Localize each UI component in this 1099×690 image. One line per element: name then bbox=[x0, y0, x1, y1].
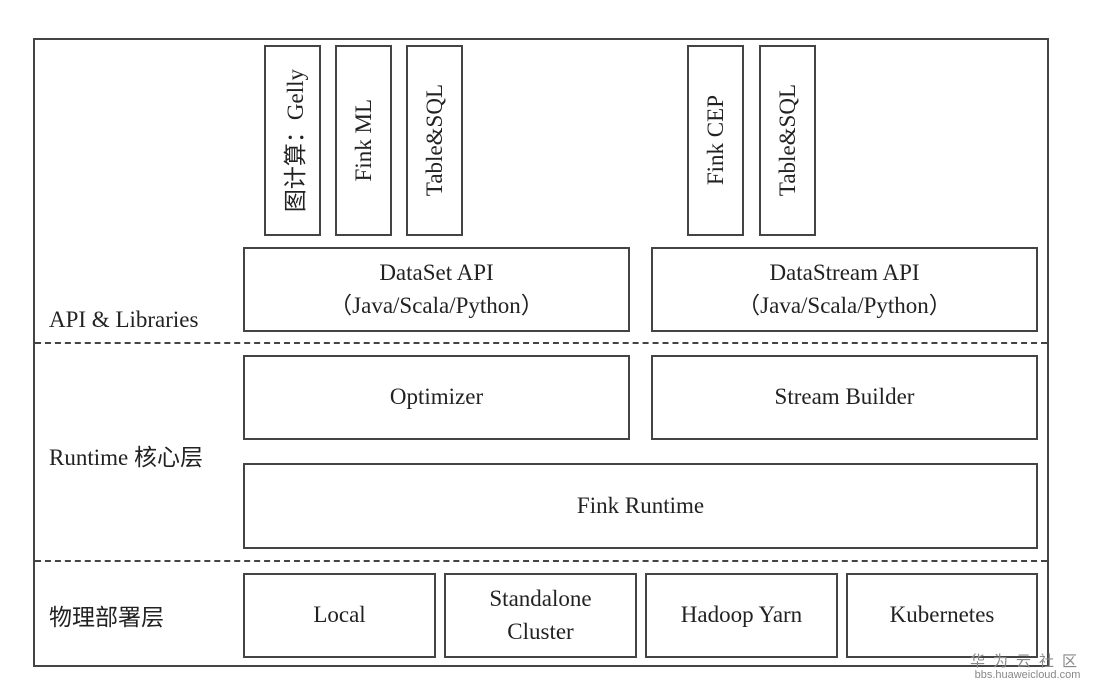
library-fink-cep: Fink CEP bbox=[687, 45, 744, 236]
stream-builder-box: Stream Builder bbox=[651, 355, 1038, 440]
deploy-standalone-label: Standalone bbox=[489, 586, 592, 612]
architecture-frame bbox=[33, 38, 1049, 667]
library-label: Table&SQL bbox=[774, 84, 800, 197]
library-label: Fink ML bbox=[350, 99, 376, 182]
deploy-yarn-label: Hadoop Yarn bbox=[680, 602, 803, 628]
watermark-title: 华为云社区 bbox=[969, 653, 1085, 670]
dataset-api-title: DataSet API bbox=[379, 260, 494, 286]
datastream-api-title: DataStream API bbox=[769, 260, 920, 286]
library-table-sql-stream: Table&SQL bbox=[759, 45, 816, 236]
layer-label-runtime: Runtime 核心层 bbox=[49, 445, 203, 470]
library-label: Table&SQL bbox=[421, 84, 447, 197]
library-label: 图计算：Gelly bbox=[282, 68, 308, 213]
library-label: Fink CEP bbox=[702, 95, 728, 186]
optimizer-box: Optimizer bbox=[243, 355, 630, 440]
deploy-local-label: Local bbox=[313, 602, 366, 628]
datastream-api-langs: （Java/Scala/Python） bbox=[737, 292, 952, 318]
fink-runtime-label: Fink Runtime bbox=[576, 492, 705, 518]
fink-runtime-box: Fink Runtime bbox=[243, 463, 1038, 549]
stream-builder-label: Stream Builder bbox=[774, 384, 915, 410]
deploy-standalone-box: Standalone Cluster bbox=[444, 573, 637, 658]
watermark-url: bbs.huaweicloud.com bbox=[974, 669, 1081, 681]
deploy-local-box: Local bbox=[243, 573, 436, 658]
layer-label-physical: 物理部署层 bbox=[49, 605, 164, 630]
watermark: 华为云社区 bbs.huaweicloud.com bbox=[970, 650, 1085, 681]
library-gelly: 图计算：Gelly bbox=[264, 45, 321, 236]
layer-divider-api-runtime bbox=[35, 342, 1047, 344]
library-fink-ml: Fink ML bbox=[335, 45, 392, 236]
deploy-kubernetes-box: Kubernetes bbox=[846, 573, 1038, 658]
layer-label-api: API & Libraries bbox=[49, 307, 199, 332]
dataset-api-langs: （Java/Scala/Python） bbox=[329, 292, 544, 318]
deploy-kubernetes-label: Kubernetes bbox=[889, 602, 995, 628]
datastream-api-box: DataStream API （Java/Scala/Python） bbox=[651, 247, 1038, 332]
dataset-api-box: DataSet API （Java/Scala/Python） bbox=[243, 247, 630, 332]
layer-divider-runtime-physical bbox=[35, 560, 1047, 562]
deploy-yarn-box: Hadoop Yarn bbox=[645, 573, 838, 658]
library-table-sql-batch: Table&SQL bbox=[406, 45, 463, 236]
optimizer-label: Optimizer bbox=[389, 384, 484, 410]
deploy-standalone-label-2: Cluster bbox=[507, 618, 574, 644]
